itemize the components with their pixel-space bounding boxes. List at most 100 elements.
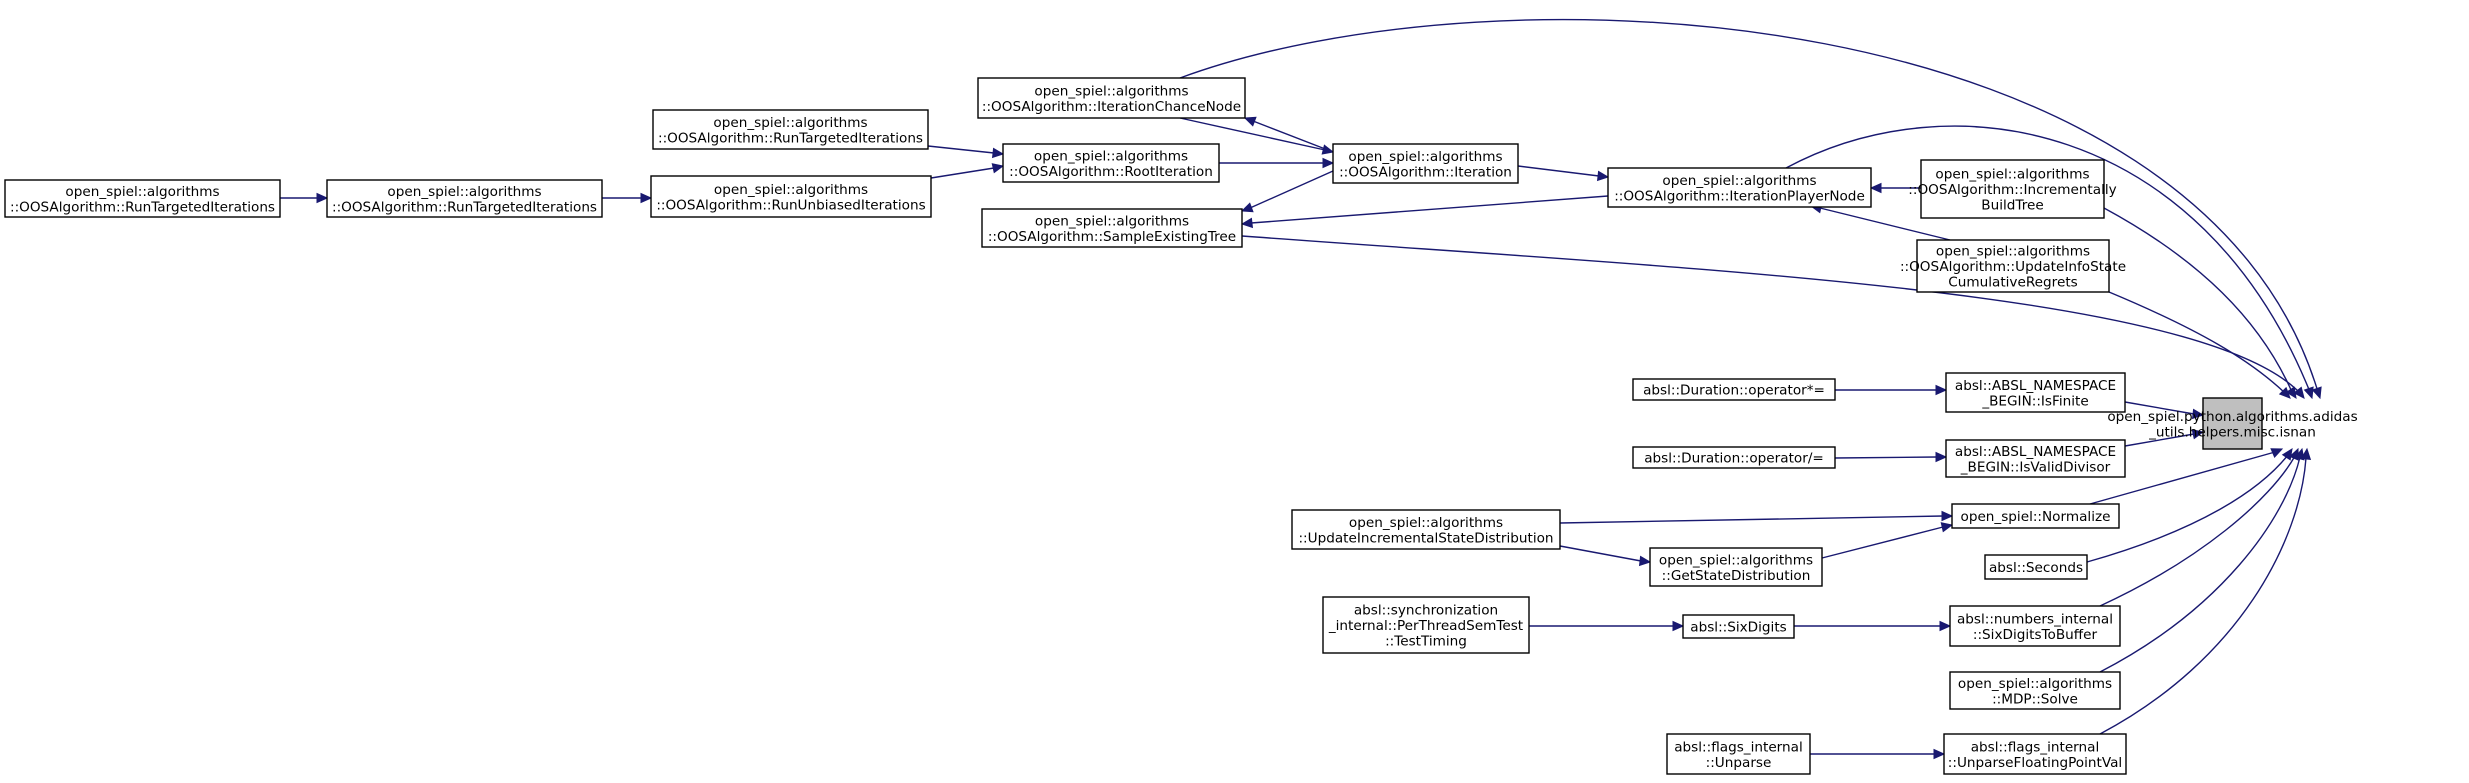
edge-icn-iter — [1179, 117, 1335, 155]
node-ufpv[interactable]: absl::flags_internal::UnparseFloatingPoi… — [1943, 733, 2127, 775]
node-label: ::OOSAlgorithm::RunTargetedIterations — [332, 199, 597, 215]
node-label: open_spiel::algorithms — [714, 182, 868, 198]
arrow-head — [991, 147, 1005, 159]
edge-six-sixbuf — [1794, 620, 1952, 632]
node-label: absl::ABSL_NAMESPACE — [1955, 378, 2116, 394]
node-ddiv[interactable]: absl::Duration::operator/= — [1632, 446, 1836, 469]
node-ptst[interactable]: absl::synchronization_internal::PerThrea… — [1322, 596, 1530, 654]
node-label: ::OOSAlgorithm::RunTargetedIterations — [10, 199, 275, 215]
node-gsd[interactable]: open_spiel::algorithms::GetStateDistribu… — [1649, 547, 1823, 587]
edge-icn-isnan — [1179, 18, 2322, 400]
edge-line — [927, 145, 995, 154]
node-set[interactable]: open_spiel::algorithms::OOSAlgorithm::Sa… — [981, 208, 1243, 248]
node-box — [981, 208, 1243, 248]
arrow-head — [1940, 522, 1954, 533]
nodes-layer: open_spiel.python.algorithms.adidas_util… — [4, 77, 2358, 775]
node-label: open_spiel::algorithms — [1035, 213, 1189, 229]
node-box — [326, 179, 603, 218]
node-uis[interactable]: open_spiel::algorithms::OOSAlgorithm::Up… — [1900, 239, 2126, 293]
node-label: absl::flags_internal — [1971, 739, 2100, 755]
edge-set-isnan — [1241, 235, 2305, 399]
edge-ibt-isnan — [2103, 207, 2297, 400]
arrow-head — [1638, 555, 1652, 567]
node-box — [977, 77, 1246, 119]
edge-root-iter — [1219, 157, 1335, 169]
edge-line — [1819, 207, 1951, 241]
edge-line — [2099, 455, 2296, 607]
node-isnan[interactable]: open_spiel.python.algorithms.adidas_util… — [2107, 397, 2358, 450]
node-unp[interactable]: absl::flags_internal::Unparse — [1666, 733, 1811, 775]
node-label: _BEGIN::IsValidDivisor — [1960, 459, 2111, 475]
node-box — [4, 179, 281, 218]
node-icn[interactable]: open_spiel::algorithms::OOSAlgorithm::It… — [977, 77, 1246, 119]
node-iter[interactable]: open_spiel::algorithms::OOSAlgorithm::It… — [1332, 143, 1519, 184]
arrow-head — [2191, 429, 2205, 440]
arrow-head — [2278, 386, 2291, 399]
node-box — [1632, 446, 1836, 469]
node-rtt2[interactable]: open_spiel::algorithms::OOSAlgorithm::Ru… — [326, 179, 603, 218]
node-label: ::OOSAlgorithm::IterationChanceNode — [982, 99, 1241, 115]
edge-ptst-six — [1529, 620, 1685, 632]
arrow-head — [1933, 748, 1946, 760]
edge-uis-isnan — [2108, 291, 2291, 399]
edge-norm-isnan — [2089, 448, 2284, 505]
node-label: ::OOSAlgorithm::SampleExistingTree — [988, 229, 1236, 245]
node-secs[interactable]: absl::Seconds — [1984, 554, 2088, 580]
node-label: ::MDP::Solve — [1992, 691, 2078, 707]
node-root[interactable]: open_spiel::algorithms::OOSAlgorithm::Ro… — [1002, 143, 1220, 183]
edge-uisd-gsd — [1559, 545, 1652, 567]
node-label: _BEGIN::IsFinite — [1981, 393, 2088, 409]
node-label: open_spiel::algorithms — [713, 115, 867, 131]
edge-line — [2089, 451, 2276, 505]
node-label: _internal::PerThreadSemTest — [1328, 618, 1523, 634]
edge-line — [1179, 117, 1326, 151]
node-dmul[interactable]: absl::Duration::operator*= — [1632, 378, 1836, 401]
edge-line — [2103, 207, 2293, 393]
edge-iter-set — [1240, 170, 1334, 213]
node-box — [1920, 159, 2105, 219]
node-norm[interactable]: open_spiel::Normalize — [1951, 503, 2120, 529]
node-label: open_spiel::algorithms — [65, 184, 219, 200]
node-six[interactable]: absl::SixDigits — [1682, 614, 1795, 639]
node-box — [1649, 547, 1823, 587]
node-box — [1943, 733, 2127, 775]
arrow-head — [2281, 447, 2293, 461]
arrow-head — [1243, 116, 1257, 127]
edge-line — [1559, 545, 1642, 562]
edge-line — [1821, 526, 1944, 559]
node-label: absl::Duration::operator*= — [1643, 383, 1825, 399]
node-ipn[interactable]: open_spiel::algorithms::OOSAlgorithm::It… — [1607, 167, 1872, 208]
node-label: ::UnparseFloatingPointVal — [1948, 755, 2122, 771]
node-ibt[interactable]: open_spiel::algorithms::OOSAlgorithm::In… — [1908, 159, 2117, 219]
edge-secs-isnan — [2086, 447, 2293, 563]
node-rui[interactable]: open_spiel::algorithms::OOSAlgorithm::Ru… — [650, 175, 932, 218]
node-label: absl::numbers_internal — [1957, 611, 2113, 627]
node-label: absl::synchronization — [1354, 603, 1498, 619]
arrow-head — [2293, 386, 2305, 399]
node-label: ::OOSAlgorithm::UpdateInfoState — [1900, 259, 2126, 275]
node-label: open_spiel::algorithms — [1348, 149, 1502, 165]
node-isfin[interactable]: absl::ABSL_NAMESPACE_BEGIN::IsFinite — [1945, 372, 2126, 413]
node-box — [650, 175, 932, 218]
node-box — [1945, 372, 2126, 413]
node-sixbuf[interactable]: absl::numbers_internal::SixDigitsToBuffe… — [1949, 605, 2121, 647]
edge-line — [1834, 456, 1938, 459]
edge-line — [1517, 165, 1600, 177]
node-mdp[interactable]: open_spiel::algorithms::MDP::Solve — [1949, 671, 2121, 710]
arrow-head — [640, 192, 653, 204]
node-box — [1632, 378, 1836, 401]
node-label: open_spiel::algorithms — [1659, 552, 1813, 568]
node-uisd[interactable]: open_spiel::algorithms::UpdateIncrementa… — [1291, 509, 1561, 550]
arrow-head — [2311, 386, 2322, 400]
edge-line — [1559, 515, 1944, 524]
node-rtt1[interactable]: open_spiel::algorithms::OOSAlgorithm::Ru… — [4, 179, 281, 218]
node-rtt3[interactable]: open_spiel::algorithms::OOSAlgorithm::Ru… — [652, 109, 929, 150]
edge-rtt1-rtt2 — [280, 192, 329, 204]
node-box — [1949, 671, 2121, 710]
node-isvd[interactable]: absl::ABSL_NAMESPACE_BEGIN::IsValidDivis… — [1945, 439, 2126, 478]
node-label: open_spiel::algorithms — [387, 184, 541, 200]
node-box — [1984, 554, 2088, 580]
node-label: open_spiel::algorithms — [1034, 83, 1188, 99]
arrow-head — [2270, 448, 2284, 458]
